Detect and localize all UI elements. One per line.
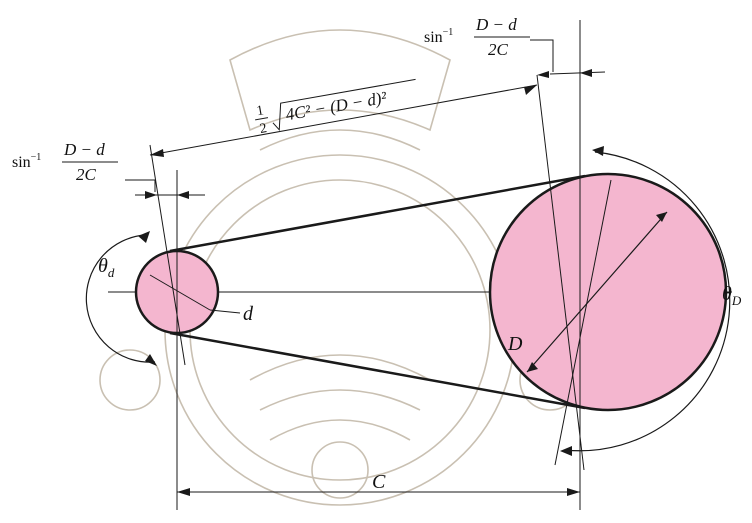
- large-tangent-normal-bottom: [554, 179, 612, 466]
- span-length-dimension: [149, 84, 538, 156]
- theta-d-arc: [85, 234, 156, 363]
- large-diameter-arrow-bottom: [527, 362, 538, 372]
- theta-d-arrow-top: [138, 231, 150, 243]
- span-arrow-left: [150, 149, 164, 157]
- left-angle-bracket: [125, 179, 156, 192]
- svg-text:sin−1: sin−1: [12, 152, 41, 171]
- top-angle-leader: [549, 71, 606, 75]
- left-angle-formula: sin−1 D − d 2C: [12, 140, 118, 184]
- center-distance-arrow-right: [567, 488, 580, 496]
- top-angle-bracket: [530, 39, 554, 72]
- span-arrow-right: [524, 85, 537, 95]
- svg-text:2: 2: [259, 121, 268, 137]
- large-diameter-arrow-top: [656, 212, 667, 222]
- svg-text:2C: 2C: [76, 165, 97, 184]
- top-angle-arrow-left: [537, 71, 549, 78]
- theta-D-arrow-bottom: [560, 446, 572, 456]
- small-tangent-normal: [149, 144, 186, 366]
- left-angle-arrow-b: [177, 191, 189, 199]
- svg-text:1: 1: [256, 103, 265, 119]
- top-angle-formula: sin−1 D − d 2C: [424, 15, 530, 59]
- span-length-formula: 1 2 4C² − (D − d)²: [255, 78, 416, 137]
- belt-bottom-span: [169, 331, 586, 410]
- small-diameter-leader: [209, 309, 241, 314]
- svg-text:sin−1: sin−1: [424, 27, 453, 46]
- center-distance-arrow-left: [177, 488, 190, 496]
- small-diameter-label: d: [243, 303, 254, 325]
- center-distance-label: C: [372, 471, 386, 493]
- top-angle-arrow-right: [580, 69, 592, 77]
- svg-text:D − d: D − d: [475, 15, 517, 34]
- theta-d-label: θd: [98, 255, 115, 280]
- svg-text:D − d: D − d: [63, 140, 105, 159]
- left-angle-arrow-a: [145, 191, 157, 199]
- small-diameter-line: [149, 274, 211, 311]
- large-diameter-label: D: [507, 333, 523, 355]
- theta-d-arrow-bottom: [145, 354, 157, 366]
- large-tangent-normal-top: [536, 74, 585, 471]
- large-pulley: [488, 172, 728, 412]
- svg-text:2C: 2C: [488, 40, 509, 59]
- theta-D-arc: [564, 151, 731, 452]
- theta-D-arrow-top: [592, 146, 604, 156]
- theta-D-label: θD: [722, 283, 742, 308]
- belt-top-span: [169, 174, 586, 253]
- large-diameter-line: [526, 211, 668, 373]
